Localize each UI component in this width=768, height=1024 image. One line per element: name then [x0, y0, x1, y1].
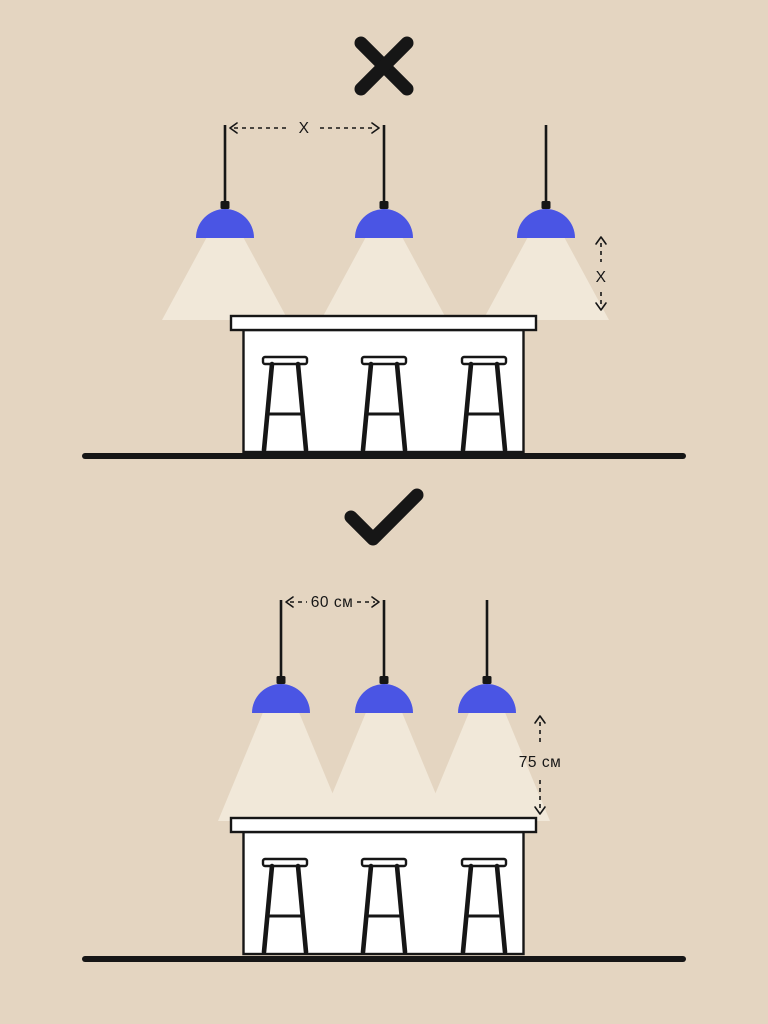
height-label: 75 см — [519, 754, 561, 771]
height-label: X — [596, 269, 607, 286]
arrow-right-icon — [371, 122, 380, 134]
arrow-down-icon — [534, 806, 546, 815]
counter-body — [242, 328, 525, 454]
pendant-lamp — [353, 123, 415, 240]
arrow-left-icon — [285, 596, 294, 608]
arrow-left-icon — [229, 122, 238, 134]
light-cone — [424, 710, 550, 821]
pendant-lamp — [250, 598, 312, 715]
wrong-example-diagram: X X — [82, 36, 686, 459]
counter-body — [242, 830, 525, 956]
light-cones — [218, 710, 550, 821]
counter-top — [229, 314, 538, 332]
check-icon — [344, 488, 424, 546]
correct-example-panel: 60 см 75 см — [0, 470, 768, 1024]
spacing-dimension: X — [229, 120, 380, 137]
pendant-lamp — [353, 598, 415, 715]
pendant-lamps — [250, 598, 518, 715]
bar-counter — [229, 816, 538, 956]
cross-icon — [354, 36, 414, 96]
pendant-lamp — [456, 598, 518, 715]
height-dimension: X — [595, 236, 607, 311]
pendant-lamps — [194, 123, 577, 240]
spacing-dimension: 60 см — [285, 594, 380, 611]
bar-counter — [229, 314, 538, 454]
arrow-up-icon — [534, 715, 546, 724]
pendant-lamp — [515, 123, 577, 240]
arrow-right-icon — [371, 596, 380, 608]
counter-top — [229, 816, 538, 834]
light-cone — [218, 710, 344, 821]
arrow-up-icon — [595, 236, 607, 245]
light-cone — [483, 235, 609, 320]
correct-example-diagram: 60 см 75 см — [82, 488, 686, 962]
wrong-example-panel: X X — [0, 0, 768, 470]
light-cone — [162, 235, 288, 320]
pendant-lamp — [194, 123, 256, 240]
light-cone — [321, 235, 447, 320]
spacing-label: X — [299, 120, 310, 137]
light-cone — [321, 710, 447, 821]
arrow-down-icon — [595, 302, 607, 311]
spacing-label: 60 см — [311, 594, 353, 611]
light-cones — [162, 235, 609, 320]
height-dimension: 75 см — [519, 715, 561, 815]
